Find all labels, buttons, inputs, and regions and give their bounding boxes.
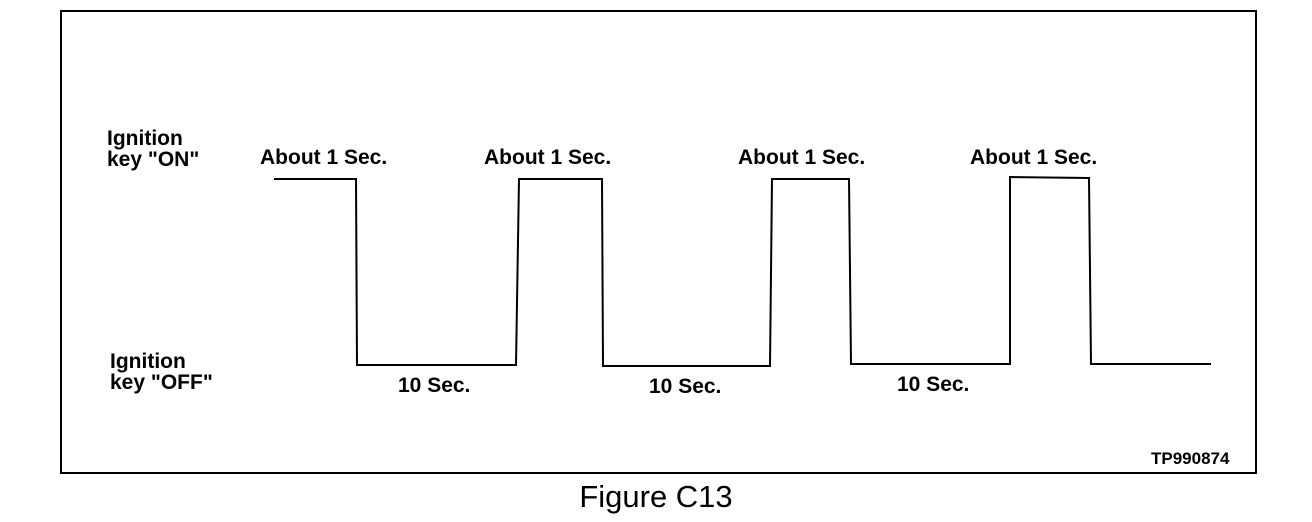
ignition-on-label-line2: key "ON" xyxy=(107,148,200,171)
ignition-on-label: Ignition key "ON" xyxy=(107,128,199,170)
ignition-on-label-line1: Ignition xyxy=(107,127,183,150)
gap-label-2: 10 Sec. xyxy=(649,375,722,398)
ignition-off-label-line2: key "OFF" xyxy=(110,371,213,394)
ignition-waveform-line xyxy=(274,175,1211,367)
pulse-label-1: About 1 Sec. xyxy=(260,146,388,169)
ignition-off-label: Ignition key "OFF" xyxy=(110,351,213,393)
figure-caption: Figure C13 xyxy=(579,479,733,514)
gap-label-1: 10 Sec. xyxy=(398,374,471,397)
pulse-label-2: About 1 Sec. xyxy=(484,146,612,169)
pulse-label-4: About 1 Sec. xyxy=(970,146,1098,169)
figure-code: TP990874 xyxy=(1151,449,1230,468)
ignition-off-label-line1: Ignition xyxy=(110,350,186,373)
diagram-frame xyxy=(60,10,1257,474)
pulse-label-3: About 1 Sec. xyxy=(738,146,866,169)
gap-label-3: 10 Sec. xyxy=(897,373,970,396)
